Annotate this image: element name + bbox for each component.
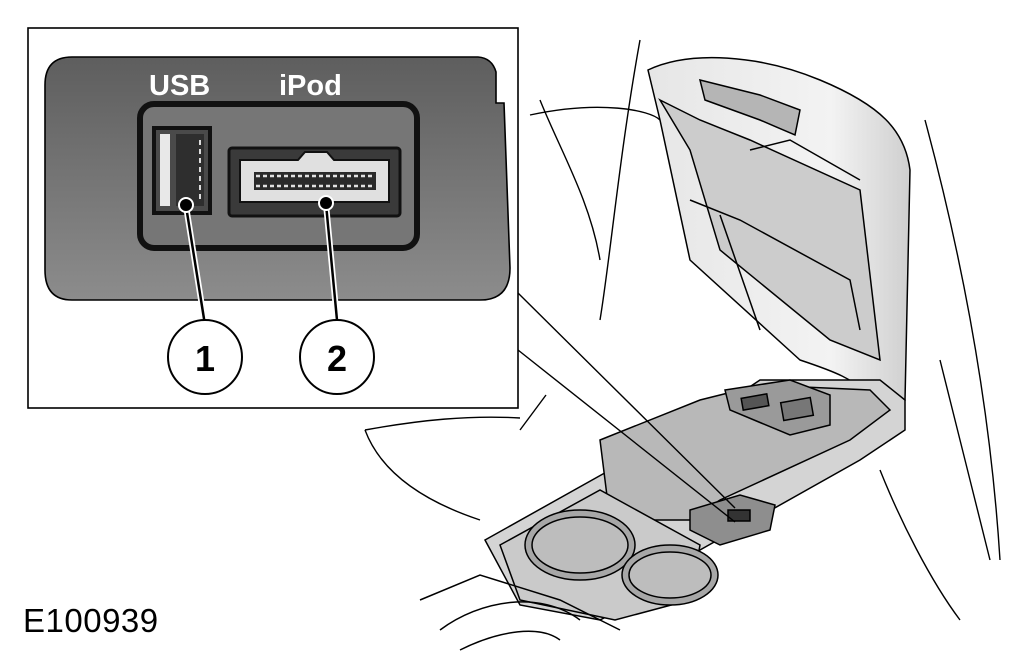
ipod-connector-icon (227, 146, 402, 218)
center-console (419, 379, 906, 651)
callout-2: 2 (299, 195, 375, 395)
armrest-lid (647, 56, 911, 401)
callout-1-number: 1 (195, 338, 215, 379)
console-scene (364, 39, 1001, 621)
callout-2-number: 2 (327, 338, 347, 379)
console-port (727, 509, 751, 522)
usb-label: USB (149, 70, 210, 102)
callout-1: 1 (167, 197, 243, 395)
ipod-label: iPod (279, 70, 342, 102)
leader-lines (517, 292, 736, 523)
inset-frame: USB iPod 1 2 (27, 27, 519, 409)
figure-id: E100939 (23, 602, 159, 639)
